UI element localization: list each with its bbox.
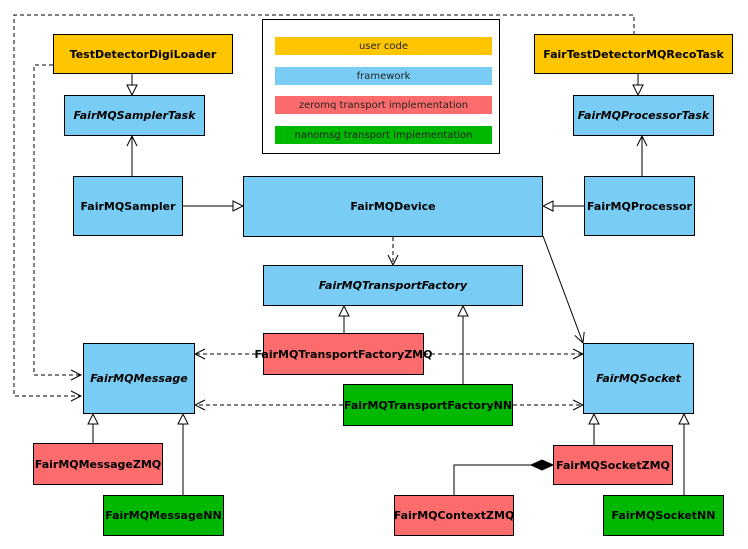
edge-device-socket bbox=[542, 235, 583, 343]
node-fairmq-socket-zmq: FairMQSocketZMQ bbox=[553, 445, 673, 485]
node-fairmq-context-zmq: FairMQContextZMQ bbox=[394, 495, 514, 536]
legend-framework: framework bbox=[275, 67, 492, 85]
node-fairmq-message-nn: FairMQMessageNN bbox=[103, 495, 224, 536]
edge-digiloader-message bbox=[33, 64, 81, 375]
node-test-detector-digi-loader: TestDetectorDigiLoader bbox=[53, 34, 233, 74]
node-fairmq-processor-task: FairMQProcessorTask bbox=[573, 95, 714, 136]
node-fairmq-message: FairMQMessage bbox=[83, 343, 195, 414]
node-fairmq-sampler: FairMQSampler bbox=[73, 176, 183, 236]
legend-zeromq: zeromq transport implementation bbox=[275, 96, 492, 114]
node-fairmq-transport-factory-nn: FairMQTransportFactoryNN bbox=[343, 384, 513, 426]
node-fairmq-sampler-task: FairMQSamplerTask bbox=[64, 95, 205, 136]
legend: user code framework zeromq transport imp… bbox=[262, 19, 500, 154]
node-fair-test-detector-mq-reco-task: FairTestDetectorMQRecoTask bbox=[534, 34, 733, 74]
node-fairmq-transport-factory: FairMQTransportFactory bbox=[263, 265, 523, 306]
node-fairmq-transport-factory-zmq: FairMQTransportFactoryZMQ bbox=[255, 333, 432, 375]
node-fairmq-socket-nn: FairMQSocketNN bbox=[603, 495, 724, 536]
edge-recotask-message bbox=[13, 14, 635, 396]
node-fairmq-message-zmq: FairMQMessageZMQ bbox=[33, 443, 163, 485]
node-fairmq-device: FairMQDevice bbox=[243, 176, 543, 237]
edge-contextzmq-socketzmq bbox=[453, 465, 553, 495]
node-fairmq-socket: FairMQSocket bbox=[583, 343, 694, 414]
legend-nanomsg: nanomsg transport implementation bbox=[275, 126, 492, 144]
legend-user-code: user code bbox=[275, 37, 492, 55]
node-fairmq-processor: FairMQProcessor bbox=[584, 176, 695, 236]
